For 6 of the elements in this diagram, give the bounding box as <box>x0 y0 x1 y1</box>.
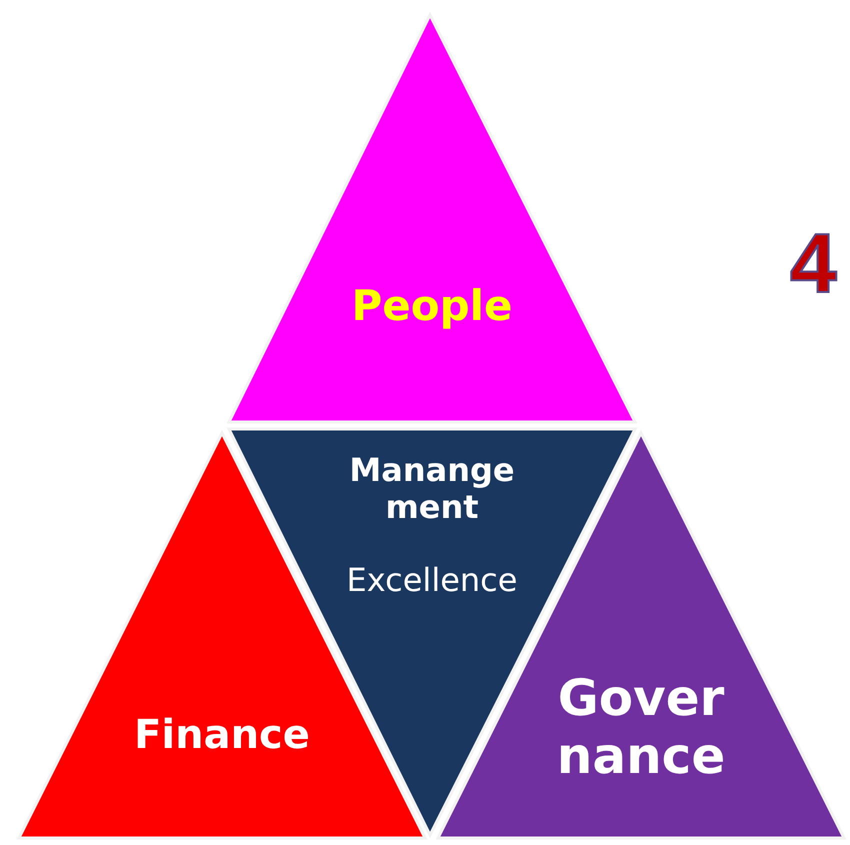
segment-subtitle: Excellence <box>346 562 518 599</box>
segment-title: Gover nance <box>556 670 726 785</box>
number-label: 4 <box>790 215 837 312</box>
segment-title: People <box>350 282 514 330</box>
segment-title: Finance <box>133 712 311 758</box>
segment-title: Manange ment <box>348 452 516 526</box>
